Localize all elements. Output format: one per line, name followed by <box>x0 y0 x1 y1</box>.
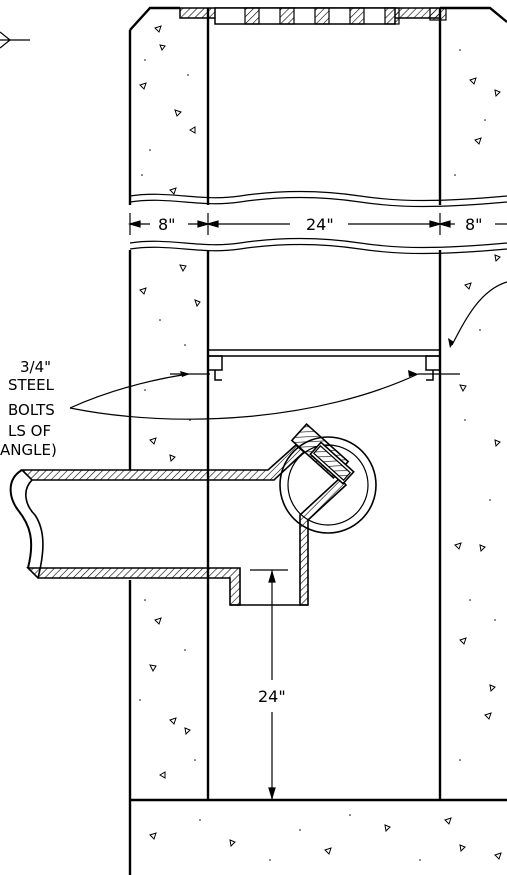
concrete-texture <box>139 25 502 860</box>
right-wall <box>438 6 507 800</box>
bolt-note-line-3: BOLTS <box>8 401 55 419</box>
bolt-leaders <box>69 281 507 420</box>
dim-right-wall: 8" <box>465 215 483 234</box>
bolt-note-line-1: 3/4" <box>20 358 51 376</box>
flap-cap <box>279 422 377 534</box>
concrete-dots <box>139 49 496 861</box>
frame-and-grate <box>179 7 447 25</box>
bolt-note-line-4: LS OF <box>8 422 51 440</box>
left-wall <box>128 6 210 875</box>
dim-left-wall: 8" <box>158 215 176 234</box>
dim-pipe-height: 24" <box>258 687 286 706</box>
outlet-pipe <box>9 443 348 606</box>
vertical-dimension <box>250 569 288 801</box>
bolt-note-line-2: STEEL <box>8 376 55 394</box>
bolt-note-line-5: ANGLE) <box>0 441 57 459</box>
dim-opening: 24" <box>306 215 334 234</box>
angle-bracket <box>208 349 440 381</box>
break-lines <box>129 190 507 255</box>
bolt-leader-arrows <box>180 338 454 377</box>
horizontal-dimension <box>127 213 507 235</box>
top-left-leader <box>0 31 30 49</box>
